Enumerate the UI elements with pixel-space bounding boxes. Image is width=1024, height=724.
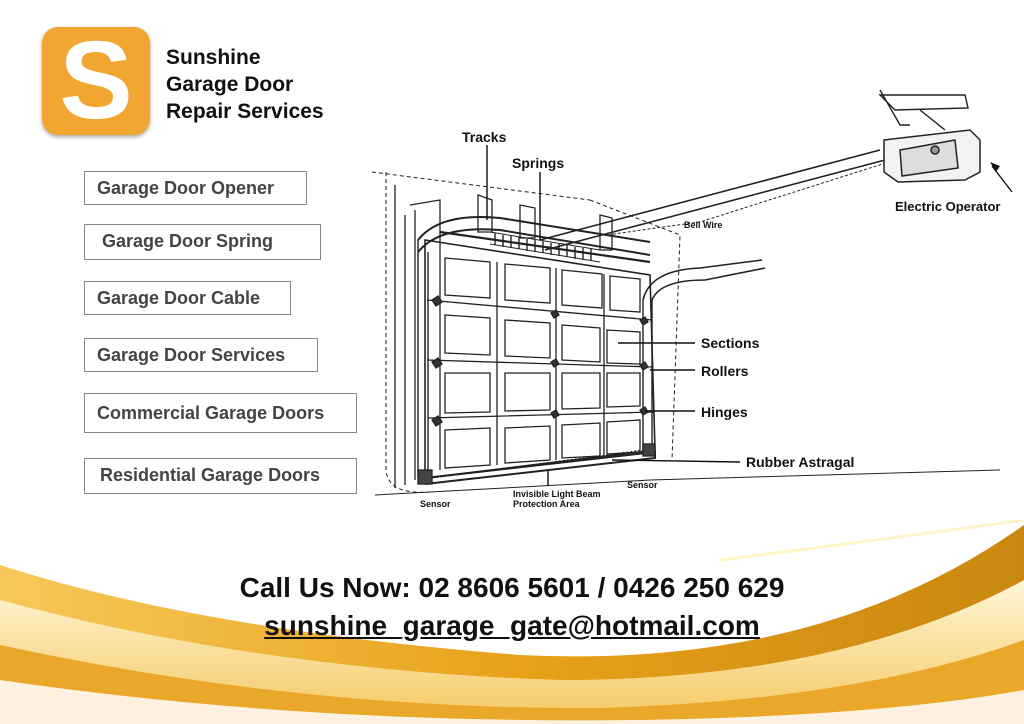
- garage-door-diagram: Tracks Springs Bell Wire Electric Operat…: [371, 89, 1013, 509]
- brand-line-1: Sunshine: [166, 46, 261, 69]
- service-garage-door-opener[interactable]: Garage Door Opener: [84, 171, 307, 205]
- email-link[interactable]: sunshine_garage_gate@hotmail.com: [264, 610, 760, 641]
- label-hinges: Hinges: [701, 404, 748, 420]
- label-sensor-left: Sensor: [420, 499, 451, 509]
- brand-name: Sunshine Garage Door Repair Services: [166, 44, 324, 125]
- label-bell-wire: Bell Wire: [684, 220, 722, 230]
- logo-letter: S: [59, 19, 133, 142]
- logo: S: [42, 21, 150, 141]
- label-rollers: Rollers: [701, 363, 749, 379]
- label-tracks: Tracks: [462, 129, 507, 145]
- call-us-text: Call Us Now: 02 8606 5601 / 0426 250 629: [239, 572, 785, 603]
- label-springs: Springs: [512, 155, 564, 171]
- gold-swoosh-decoration: [0, 520, 1024, 724]
- service-garage-door-cable[interactable]: Garage Door Cable: [84, 281, 291, 315]
- service-commercial-garage-doors[interactable]: Commercial Garage Doors: [84, 393, 357, 433]
- label-sensor-right: Sensor: [627, 480, 658, 490]
- label-beam-line-2: Protection Area: [513, 499, 581, 509]
- label-beam-line-1: Invisible Light Beam: [513, 489, 601, 499]
- brand-line-2: Garage Door: [166, 73, 294, 96]
- service-garage-door-services[interactable]: Garage Door Services: [84, 338, 318, 372]
- label-electric-operator: Electric Operator: [895, 199, 1001, 214]
- brand-line-3: Repair Services: [166, 100, 324, 123]
- service-residential-garage-doors[interactable]: Residential Garage Doors: [84, 458, 357, 494]
- label-rubber-astragal: Rubber Astragal: [746, 454, 854, 470]
- service-garage-door-spring[interactable]: Garage Door Spring: [84, 224, 321, 260]
- label-sections: Sections: [701, 335, 760, 351]
